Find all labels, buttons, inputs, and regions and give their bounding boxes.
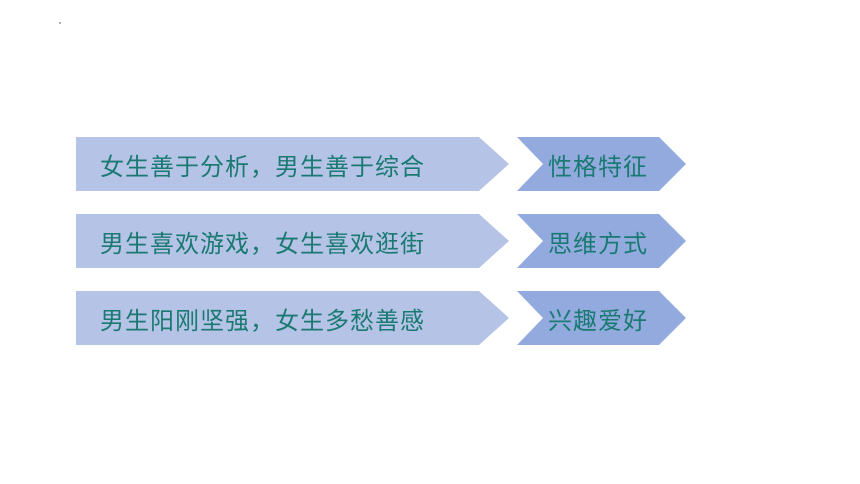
statement-arrow-1: 女生善于分析，男生善于综合: [76, 137, 509, 191]
statement-text-2: 男生喜欢游戏，女生喜欢逛街: [100, 229, 425, 258]
statement-text-1: 女生善于分析，男生善于综合: [100, 152, 425, 181]
category-text-3: 兴趣爱好: [548, 306, 648, 335]
statement-text-3: 男生阳刚坚强，女生多愁善感: [100, 306, 425, 335]
category-chevron-2: 思维方式: [517, 214, 686, 268]
decorative-dot: [59, 22, 61, 24]
statement-arrow-3: 男生阳刚坚强，女生多愁善感: [76, 291, 509, 345]
category-chevron-3: 兴趣爱好: [517, 291, 686, 345]
statement-arrow-2: 男生喜欢游戏，女生喜欢逛街: [76, 214, 509, 268]
category-text-2: 思维方式: [548, 229, 648, 258]
category-text-1: 性格特征: [548, 152, 648, 181]
category-chevron-1: 性格特征: [517, 137, 686, 191]
